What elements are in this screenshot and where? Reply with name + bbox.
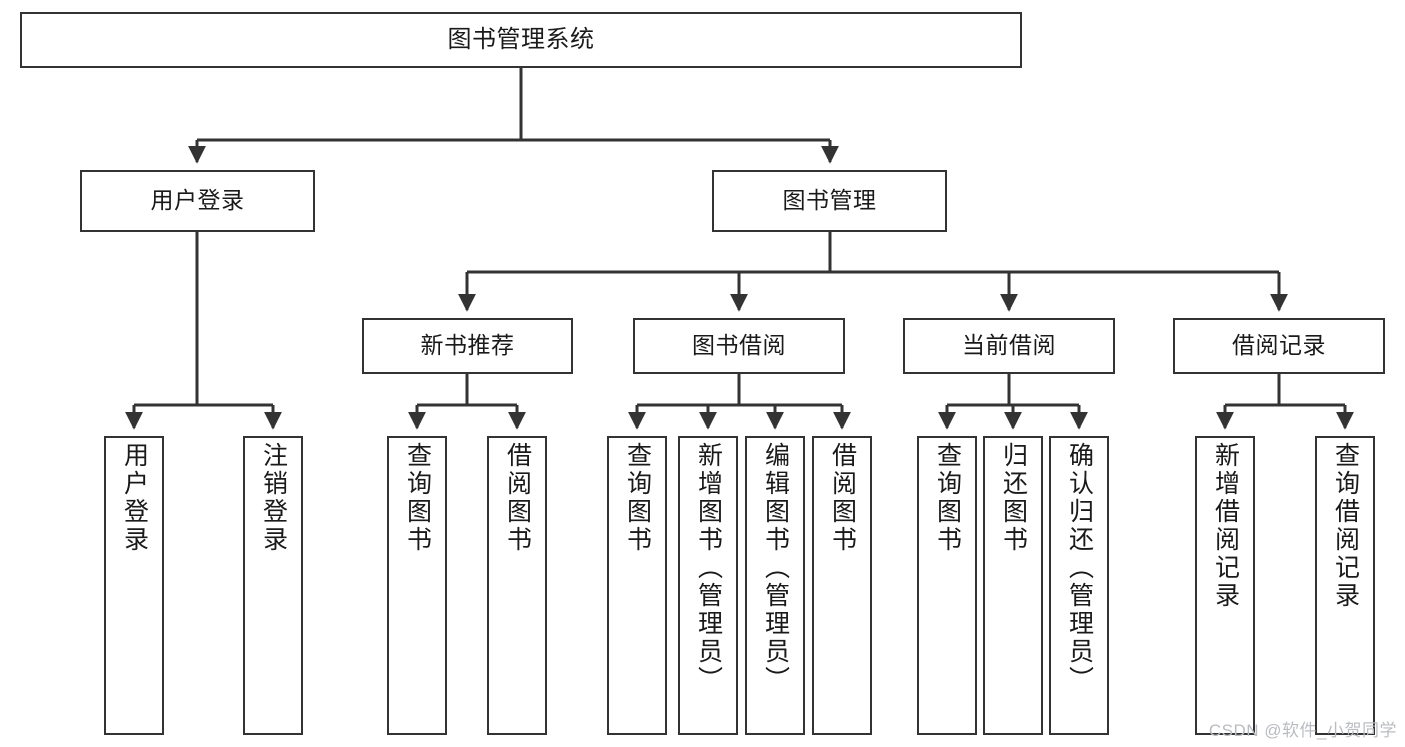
node-label: 当前借阅: [962, 332, 1056, 359]
node-leaf-add-record[interactable]: 新增借阅记录: [1195, 436, 1255, 735]
node-label: 新书推荐: [420, 332, 515, 359]
node-user-login[interactable]: 用户登录: [80, 170, 315, 232]
node-leaf-borrow-book-1[interactable]: 借阅图书: [487, 436, 547, 735]
csdn-watermark: CSDN @软件_小贺同学: [1208, 721, 1397, 740]
node-label: 图书借阅: [692, 332, 786, 359]
node-leaf-confirm-return[interactable]: 确认归还（管理员）: [1049, 436, 1109, 735]
node-leaf-user-logout[interactable]: 注销登录: [243, 436, 303, 735]
node-label: 查询图书: [623, 442, 652, 554]
node-leaf-query-book-3[interactable]: 查询图书: [917, 436, 977, 735]
node-label: 借阅记录: [1232, 332, 1326, 359]
node-book-manage[interactable]: 图书管理: [712, 170, 947, 232]
node-label: 查询图书: [933, 442, 962, 554]
node-label: 图书管理系统: [447, 25, 595, 53]
node-label: 查询借阅记录: [1331, 442, 1360, 610]
node-leaf-borrow-book-2[interactable]: 借阅图书: [812, 436, 872, 735]
node-label: 编辑图书（管理员）: [761, 442, 790, 694]
node-leaf-edit-book[interactable]: 编辑图书（管理员）: [745, 436, 805, 735]
node-leaf-add-book[interactable]: 新增图书（管理员）: [678, 436, 738, 735]
node-leaf-user-login[interactable]: 用户登录: [104, 436, 164, 735]
node-leaf-query-book-2[interactable]: 查询图书: [607, 436, 667, 735]
node-label: 新增图书（管理员）: [694, 442, 723, 694]
node-label: 借阅图书: [503, 442, 532, 554]
node-borrow-record[interactable]: 借阅记录: [1173, 318, 1385, 374]
node-label: 用户登录: [120, 442, 149, 554]
node-label: 用户登录: [150, 187, 245, 214]
node-new-book-recommend[interactable]: 新书推荐: [362, 318, 573, 374]
node-label: 新增借阅记录: [1211, 442, 1240, 610]
node-label: 确认归还（管理员）: [1065, 442, 1094, 694]
node-label: 借阅图书: [828, 442, 857, 554]
node-leaf-return-book[interactable]: 归还图书: [983, 436, 1043, 735]
node-label: 归还图书: [999, 442, 1028, 554]
node-root-book-management-system[interactable]: 图书管理系统: [20, 12, 1022, 68]
node-book-borrow[interactable]: 图书借阅: [633, 318, 845, 374]
node-leaf-query-book-1[interactable]: 查询图书: [387, 436, 447, 735]
node-leaf-query-record[interactable]: 查询借阅记录: [1315, 436, 1375, 735]
node-current-borrow[interactable]: 当前借阅: [903, 318, 1115, 374]
node-label: 查询图书: [403, 442, 432, 554]
node-label: 图书管理: [782, 187, 877, 214]
node-label: 注销登录: [259, 442, 288, 554]
